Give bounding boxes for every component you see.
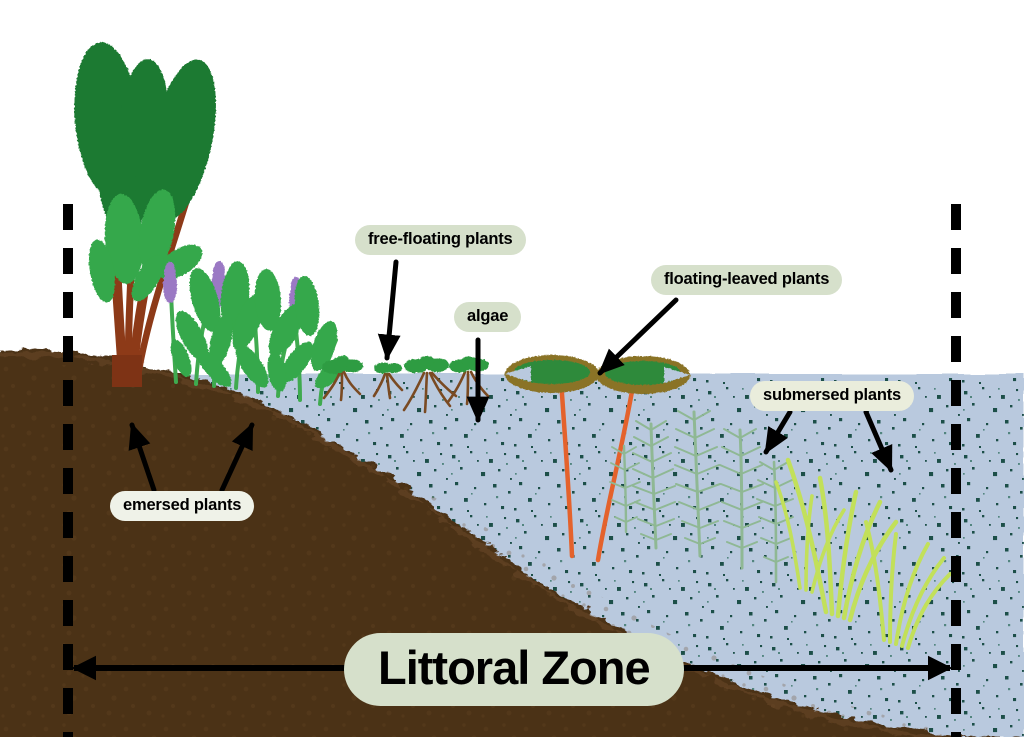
arrow-submersed-right [863,409,894,473]
zone-boundary-lines [63,204,961,737]
label-submersed-plants: submersed plants [750,381,915,411]
emersed-plant-taro [74,42,216,387]
floating-leaved-plants [505,355,690,563]
arrow-submersed-left [763,409,793,455]
arrow-free-floating [377,259,401,361]
label-floating-leaved-plants: floating-leaved plants [651,265,843,295]
submersed-plants-milfoil [609,410,794,584]
label-free-floating-plants: free-floating plants [355,225,526,255]
label-emersed-plants: emersed plants [110,491,255,521]
arrow-emersed-right [219,422,255,493]
emersed-plant-cluster [163,261,350,406]
label-littoral-zone-title: Littoral Zone [344,633,684,706]
submersed-plants-eelgrass [774,457,952,650]
label-algae: algae [454,302,522,332]
arrow-emersed-left [128,422,157,493]
free-floating-plants [322,356,490,414]
arrow-floating-leaved [597,297,679,376]
leader-arrows [128,259,894,493]
